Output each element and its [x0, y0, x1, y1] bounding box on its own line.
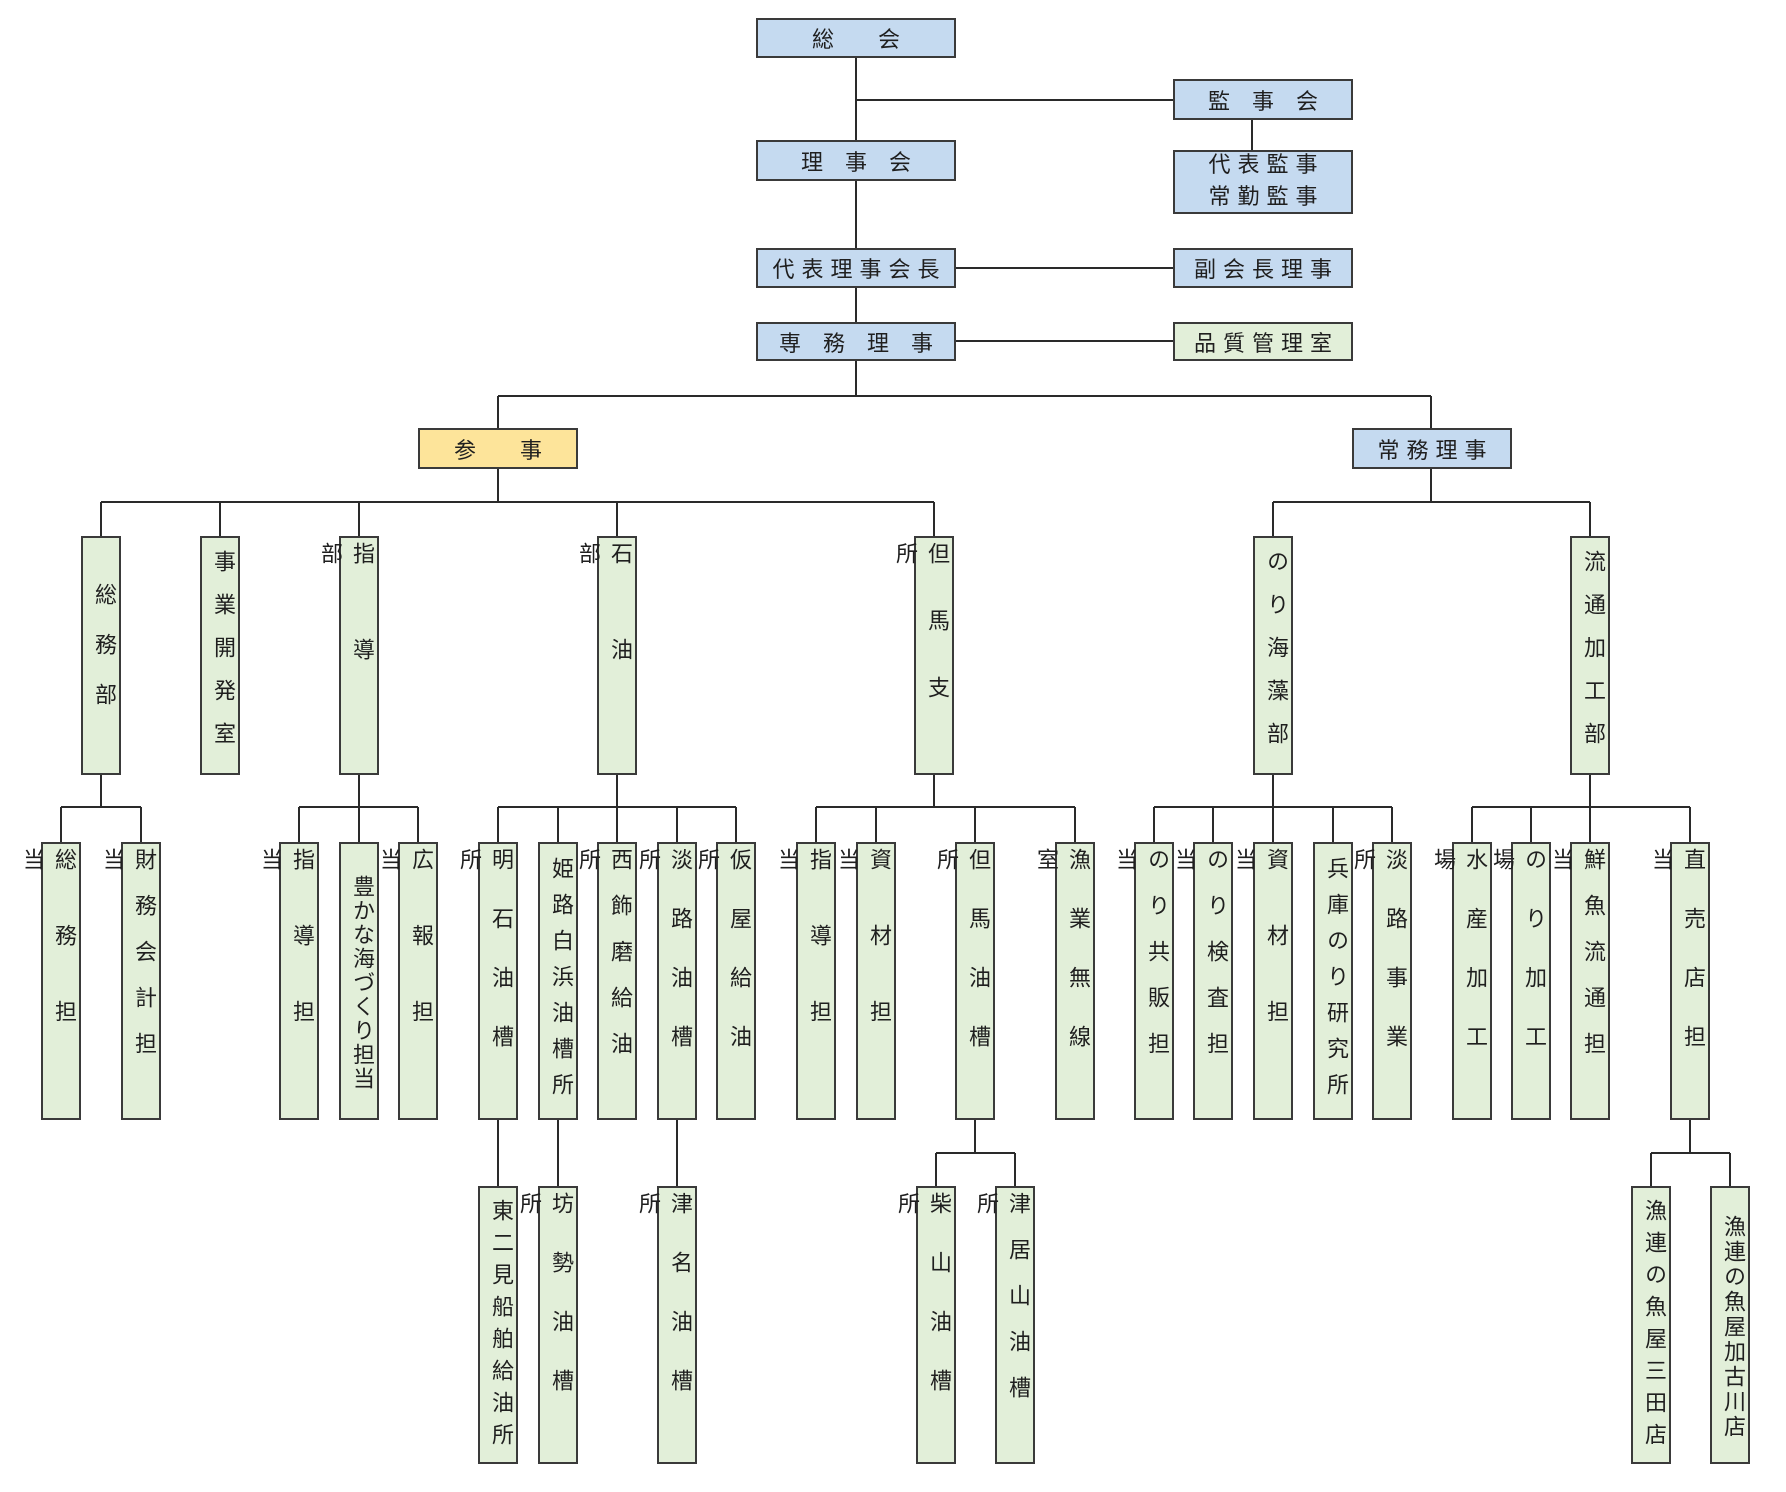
unit-fresh-fish: 鮮魚流通担当 — [1548, 842, 1610, 1120]
unit-general-affairs: 総務担当 — [19, 842, 81, 1120]
counselor-box: 参 事 — [418, 428, 578, 469]
unit-nori-materials: 資材担当 — [1231, 842, 1293, 1120]
unit-tsuna-depot: 津名油槽所 — [635, 1186, 697, 1464]
general-meeting-box: 総 会 — [756, 18, 956, 58]
unit-shibayama-depot: 柴山油槽所 — [894, 1186, 956, 1464]
unit-kariya-station: 仮屋給油所 — [694, 842, 756, 1120]
dept-tajima-branch: 但馬支所 — [892, 536, 954, 775]
dept-petroleum: 石油部 — [575, 536, 637, 775]
unit-sanda-store: 漁連の魚屋三田店 — [1631, 1186, 1671, 1464]
executive-director-box: 常 務 理 事 — [1352, 428, 1512, 469]
unit-hyogo-nori-lab: 兵庫のり研究所 — [1313, 842, 1353, 1120]
unit-direct-sales: 直売店担当 — [1648, 842, 1710, 1120]
unit-kakogawa-store: 漁連の魚屋加古川店 — [1710, 1186, 1750, 1464]
unit-akashi-depot: 明石油槽所 — [456, 842, 518, 1120]
unit-tajima-depot: 但馬油槽所 — [933, 842, 995, 1120]
dept-business-development: 事業開発室 — [200, 536, 240, 775]
unit-finance-accounting: 財務会計担当 — [99, 842, 161, 1120]
unit-nori-plant: のり加工場 — [1489, 842, 1551, 1120]
managing-director-box: 専 務 理 事 — [756, 322, 956, 361]
dept-guidance: 指導部 — [317, 536, 379, 775]
auditors-box: 代 表 監 事 常 勤 監 事 — [1173, 150, 1353, 214]
chairman-box: 代 表 理 事 会 長 — [756, 248, 956, 288]
unit-sea-development: 豊かな海づくり担当 — [339, 842, 379, 1120]
unit-seafood-plant: 水産加工場 — [1430, 842, 1492, 1120]
unit-guidance: 指導担当 — [257, 842, 319, 1120]
unit-nishishikama-station: 西飾磨給油所 — [575, 842, 637, 1120]
unit-awaji-depot: 淡路油槽所 — [635, 842, 697, 1120]
unit-himeji-shirahama-depot: 姫路白浜油槽所 — [538, 842, 578, 1120]
unit-bouze-depot: 坊勢油槽所 — [516, 1186, 578, 1464]
unit-awaji-office: 淡路事業所 — [1350, 842, 1412, 1120]
quality-office-box: 品 質 管 理 室 — [1173, 322, 1353, 361]
unit-nori-inspection: のり検査担当 — [1171, 842, 1233, 1120]
dept-distribution-processing: 流通加工部 — [1570, 536, 1610, 775]
unit-public-relations: 広報担当 — [376, 842, 438, 1120]
dept-nori-seaweed: のり海藻部 — [1253, 536, 1293, 775]
unit-tajima-guidance: 指導担当 — [774, 842, 836, 1120]
unit-tajima-materials: 資材担当 — [834, 842, 896, 1120]
unit-fishery-radio: 漁業無線室 — [1033, 842, 1095, 1120]
vice-chairman-box: 副 会 長 理 事 — [1173, 248, 1353, 288]
unit-higashifutami-station: 東二見船舶給油所 — [478, 1186, 518, 1464]
dept-general-affairs: 総務部 — [81, 536, 121, 775]
auditors-board-box: 監 事 会 — [1173, 79, 1353, 120]
unit-nori-joint-sales: のり共販担当 — [1112, 842, 1174, 1120]
unit-tsuiyama-depot: 津居山油槽所 — [973, 1186, 1035, 1464]
board-box: 理 事 会 — [756, 140, 956, 181]
